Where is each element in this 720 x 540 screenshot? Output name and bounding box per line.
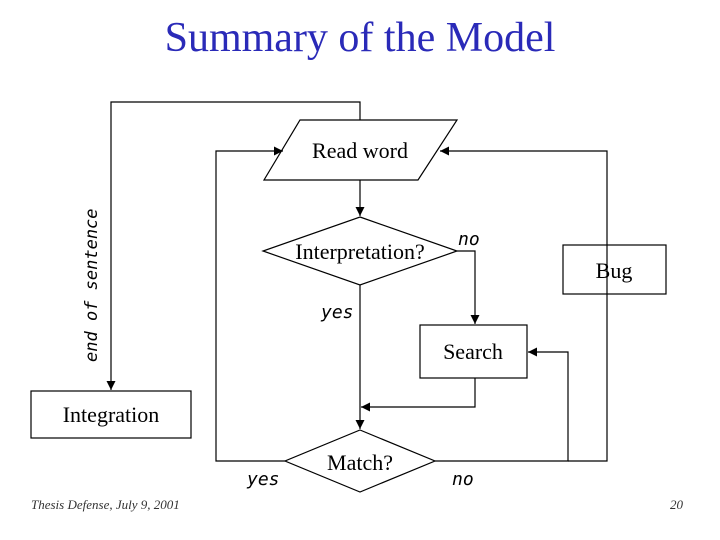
interpretation-no-label: no: [458, 229, 480, 250]
page-number: 20: [670, 497, 684, 512]
slide-title: Summary of the Model: [164, 15, 556, 61]
interpretation-yes-label: yes: [320, 302, 354, 323]
edge-match-no-to-search: [435, 347, 569, 462]
footer-text: Thesis Defense, July 9, 2001: [31, 497, 180, 512]
match-decision: [283, 429, 437, 493]
read-word-node: [262, 119, 459, 181]
interpretation-label: Interpretation?: [295, 239, 425, 264]
read-word-label: Read word: [312, 138, 408, 163]
search-box: [419, 324, 528, 379]
edge-end-of-sentence: [106, 101, 361, 390]
match-label: Match?: [327, 450, 393, 475]
edge-search-to-match: [361, 378, 476, 412]
search-label: Search: [443, 339, 503, 364]
edge-match-yes-to-read-word: [215, 146, 285, 462]
edge-interpretation-no-to-search: [457, 250, 480, 324]
edge-bug-to-read-word: [440, 146, 608, 462]
bug-label: Bug: [596, 258, 633, 283]
match-no-label: no: [452, 469, 474, 490]
match-yes-label: yes: [246, 469, 280, 490]
bug-box: [562, 244, 667, 295]
end-of-sentence-label: end of sentence: [82, 208, 102, 362]
integration-box: [30, 390, 192, 439]
integration-label: Integration: [63, 402, 160, 427]
